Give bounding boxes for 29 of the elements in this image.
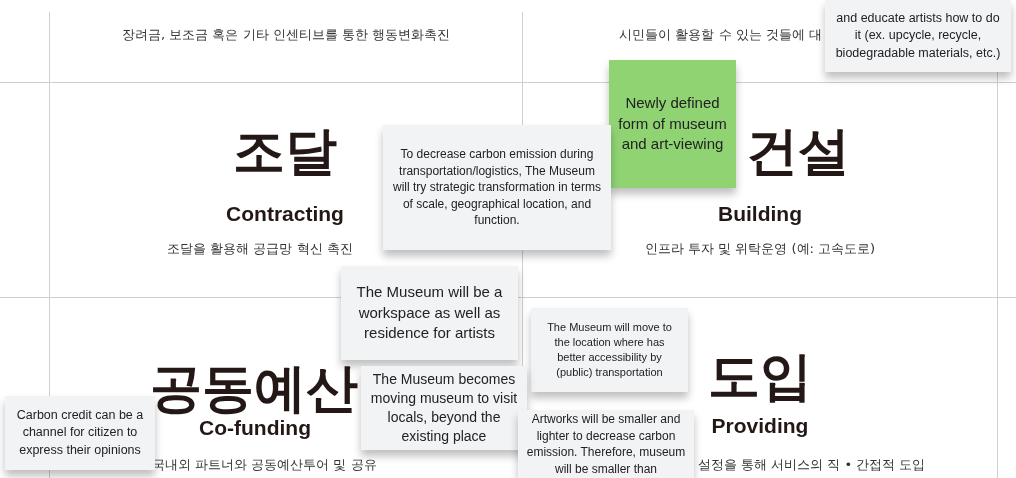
sticky-note [5, 396, 155, 470]
description-text: 인프라 투자 및 위탁운영 (예: 고속도로) [644, 241, 876, 256]
english-title: Contracting [226, 202, 344, 225]
note-text: and educate artists how to do it (ex. upcycle, recycle, biodegradable materials, etc.) [834, 10, 1002, 62]
description-text: 국내외 파트너와 공동예산투어 및 공유 [152, 457, 377, 472]
sticky-note [825, 0, 1011, 72]
sticky-note [609, 60, 736, 188]
description-text: 시민들이 활용할 수 있는 것들에 대 [619, 27, 822, 42]
korean-title: 건설 [746, 121, 850, 181]
description-text: 장려금, 보조금 혹은 기타 인센티브를 통한 행동변화촉진 [122, 27, 450, 42]
english-title: Providing [711, 414, 809, 437]
note-text: To decrease carbon emission during transportation/logistics, The Museum will try strategic transformation in terms of scale, geographical location, and function. [391, 146, 603, 229]
sticky-note [531, 308, 688, 392]
sticky-note [361, 366, 527, 450]
note-text: Artworks will be smaller and lighter to decrease carbon emission. Therefore, museum will be smaller than [526, 411, 686, 477]
korean-title: 조달 [233, 121, 337, 181]
sticky-note [341, 266, 518, 360]
note-text: The Museum will be a workspace as well as residence for artists [355, 282, 504, 344]
note-text: Newly defined form of museum and art-viewing [617, 93, 728, 155]
description-text: 조달을 활용해 공급망 혁신 촉진 [167, 241, 353, 256]
note-text: The Museum becomes moving museum to visit locals, beyond the existing place [369, 369, 519, 447]
english-title: Building [718, 202, 802, 225]
korean-title: 도입 [708, 346, 812, 406]
description-text: 설정을 통해 서비스의 직 • 간접적 도입 [698, 457, 926, 472]
sticky-note [383, 125, 611, 250]
note-text: Carbon credit can be a channel for citizen to express their opinions [15, 407, 145, 459]
english-title: Co-funding [199, 416, 311, 439]
korean-title: 공동예산 [150, 358, 358, 418]
note-text: The Museum will move to the location where has better accessibility by (public) transportation [546, 319, 673, 381]
